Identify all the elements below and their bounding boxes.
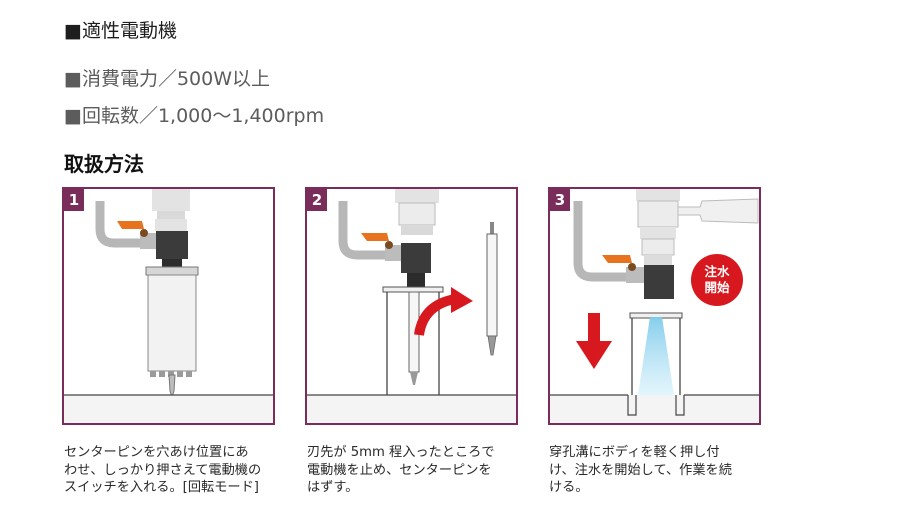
water-start-badge: 注水 開始	[691, 254, 743, 306]
step-3-panel: 3	[548, 187, 761, 425]
step-1-panel: 1	[62, 187, 275, 425]
down-arrow-icon	[576, 313, 612, 369]
badge-line-1: 注水	[704, 264, 730, 279]
spec-power: ■消費電力／500W以上	[64, 68, 271, 90]
badge-line-2: 開始	[704, 280, 730, 295]
center-pin-icon	[168, 374, 176, 399]
step-2-number: 2	[307, 189, 327, 211]
drill-illustration	[307, 189, 516, 423]
valve-icon	[117, 221, 160, 249]
step-2-caption: 刃先が 5mm 程入ったところで 電動機を止め、センターピンを はずす。	[307, 445, 495, 495]
step-2-panel: 2	[305, 187, 518, 425]
spec-rpm: ■回転数／1,000～1,400rpm	[64, 105, 325, 127]
curved-arrow-icon	[414, 294, 457, 336]
drill-illustration	[64, 189, 273, 423]
drill-illustration	[550, 189, 759, 423]
valve-icon	[361, 233, 403, 261]
center-pin-icon	[486, 222, 498, 356]
usage-heading: 取扱方法	[64, 152, 144, 176]
water-spray-icon	[638, 317, 674, 395]
valve-icon	[602, 255, 646, 283]
step-3-caption: 穿孔溝にボディを軽く押し付 け、注水を開始して、作業を続 ける。	[549, 445, 732, 495]
step-1-number: 1	[64, 189, 84, 211]
spec-heading: ■適性電動機	[64, 20, 177, 42]
step-1-caption: センターピンを穴あけ位置にあ わせ、しっかり押さえて電動機の スイッチを入れる。…	[64, 445, 262, 495]
step-3-number: 3	[550, 189, 570, 211]
